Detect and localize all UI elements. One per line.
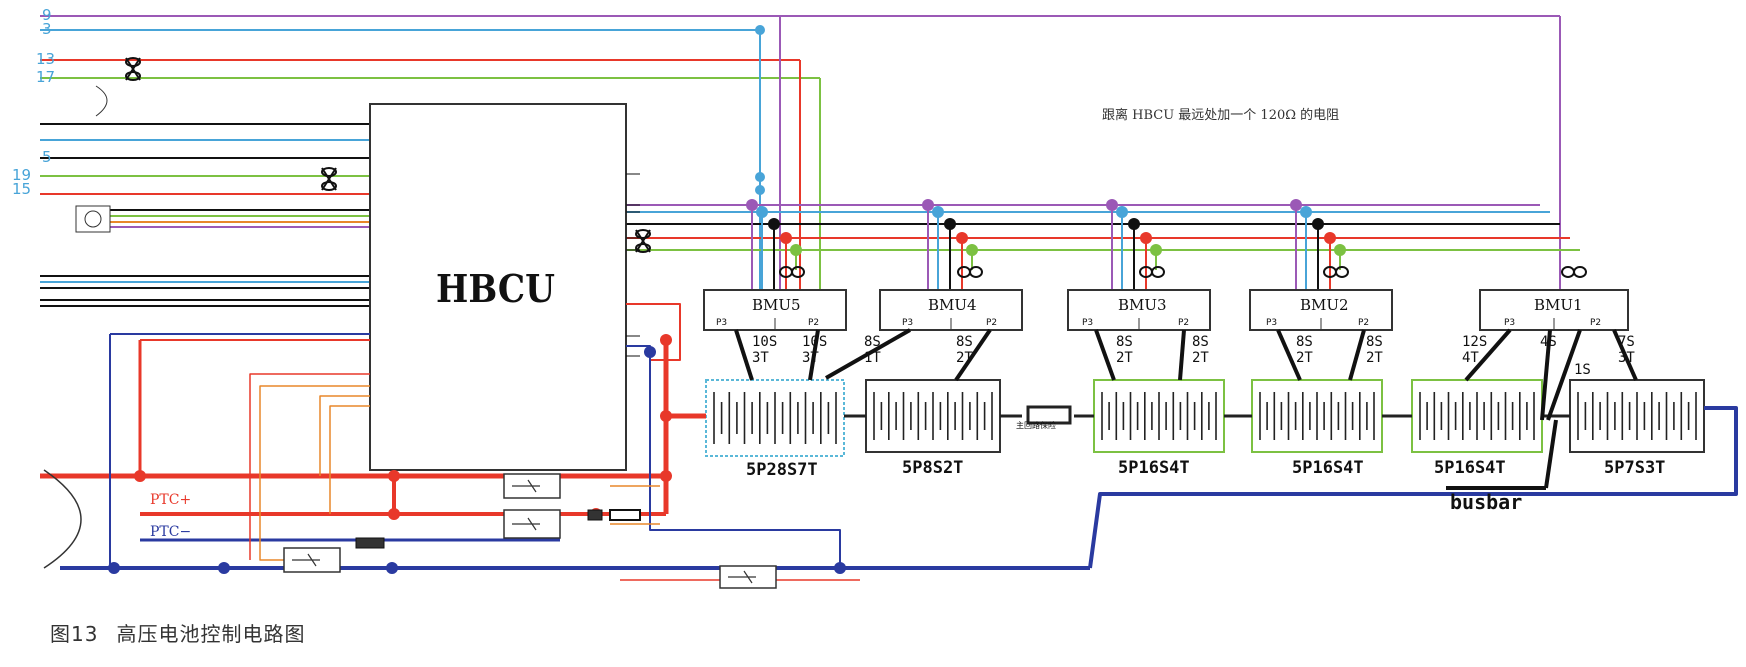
conn-bmu2-left: 8S 2T <box>1296 334 1313 366</box>
pack-label-4: 5P16S4T <box>1292 458 1364 478</box>
pack-label-5: 5P16S4T <box>1434 458 1506 478</box>
bmu2-pin-p2: P2 <box>1358 318 1370 328</box>
fuse-a <box>355 537 385 549</box>
figure-caption: 图13 高压电池控制电路图 <box>50 618 305 647</box>
conn-bmu2-right: 8S 2T <box>1366 334 1383 366</box>
bmu3-pin-p3: P3 <box>1082 318 1094 328</box>
bmu3-label: BMU3 <box>1118 296 1167 314</box>
main-fuse-label: 主回路保险 <box>1016 421 1056 430</box>
relay-switch-marks <box>292 479 756 584</box>
bmu1-label: BMU1 <box>1534 296 1583 314</box>
small-fuses <box>355 509 641 549</box>
conn-bmu1-a: 12S 4T <box>1462 334 1488 366</box>
wire-number-5: 5 <box>42 148 52 166</box>
bmu1-pin-p3: P3 <box>1504 318 1516 328</box>
bmu3-pin-p2: P2 <box>1178 318 1190 328</box>
hbcu-pin-ticks <box>626 173 640 357</box>
wire-number-9: 9 <box>42 6 52 24</box>
wire-number-3: 3 <box>42 20 52 38</box>
conn-bmu1-d: 7S 3T <box>1618 334 1635 366</box>
bmu5-pin-p2: P2 <box>808 318 820 328</box>
top-signal-wires <box>40 15 1560 307</box>
conn-bmu1-b: 4S <box>1540 334 1557 350</box>
hbcu-box <box>369 103 627 471</box>
bmu4-pin-p3: P3 <box>902 318 914 328</box>
figure-title: 高压电池控制电路图 <box>116 622 306 646</box>
wire-number-15: 15 <box>12 180 32 198</box>
ptc-plus-label: PTC+ <box>150 492 192 508</box>
main-fuse <box>1026 405 1072 425</box>
pack-label-6: 5P7S3T <box>1604 458 1666 478</box>
conn-bmu3-left: 8S 2T <box>1116 334 1133 366</box>
fuse-b <box>609 509 641 521</box>
wire-number-19: 19 <box>12 166 32 184</box>
bus-drops <box>751 205 1341 290</box>
figure-number: 图13 <box>50 622 99 646</box>
wire-number-17: 17 <box>36 68 56 86</box>
terminating-resistor-note: 跟离 HBCU 最远处加一个 120Ω 的电阻 <box>1102 108 1340 123</box>
ptc-minus-label: PTC− <box>150 524 192 540</box>
wire-number-13: 13 <box>36 50 56 68</box>
conn-bmu4-b: 8S 2T <box>956 334 973 366</box>
left-connector-arc <box>43 469 82 569</box>
bmu-separators <box>774 318 1555 330</box>
bmu-harness-lines <box>734 328 1638 421</box>
conn-bmu5-right: 10S 3T <box>802 334 828 366</box>
bmu4-label: BMU4 <box>928 296 977 314</box>
hbcu-title: HBCU <box>436 266 555 311</box>
bmu-bus-lines <box>620 204 1580 251</box>
busbar-line <box>1446 419 1558 490</box>
pack-label-3: 5P16S4T <box>1118 458 1190 478</box>
bmu1-pin-p2: P2 <box>1590 318 1602 328</box>
bmu2-label: BMU2 <box>1300 296 1349 314</box>
pack-label-2: 5P8S2T <box>902 458 964 478</box>
busbar-label: busbar <box>1450 490 1523 514</box>
conn-bmu1-c: 1S <box>1574 362 1591 378</box>
conn-bmu3-right: 8S 2T <box>1192 334 1209 366</box>
left-device <box>75 85 111 233</box>
twisted-pair-symbols <box>125 57 1587 278</box>
bmu4-pin-p2: P2 <box>986 318 998 328</box>
pack-label-1: 5P28S7T <box>746 460 818 480</box>
vertical-drops <box>759 16 1561 290</box>
bmu5-label: BMU5 <box>752 296 801 314</box>
conn-bmu4-a: 8S 1T <box>864 334 881 366</box>
fuse-c <box>587 509 603 521</box>
bmu5-pin-p3: P3 <box>716 318 728 328</box>
conn-bmu5-left: 10S 3T <box>752 334 778 366</box>
bus-junction-dots <box>746 25 1346 256</box>
bmu2-pin-p3: P3 <box>1266 318 1278 328</box>
cell-bars <box>713 392 1697 444</box>
